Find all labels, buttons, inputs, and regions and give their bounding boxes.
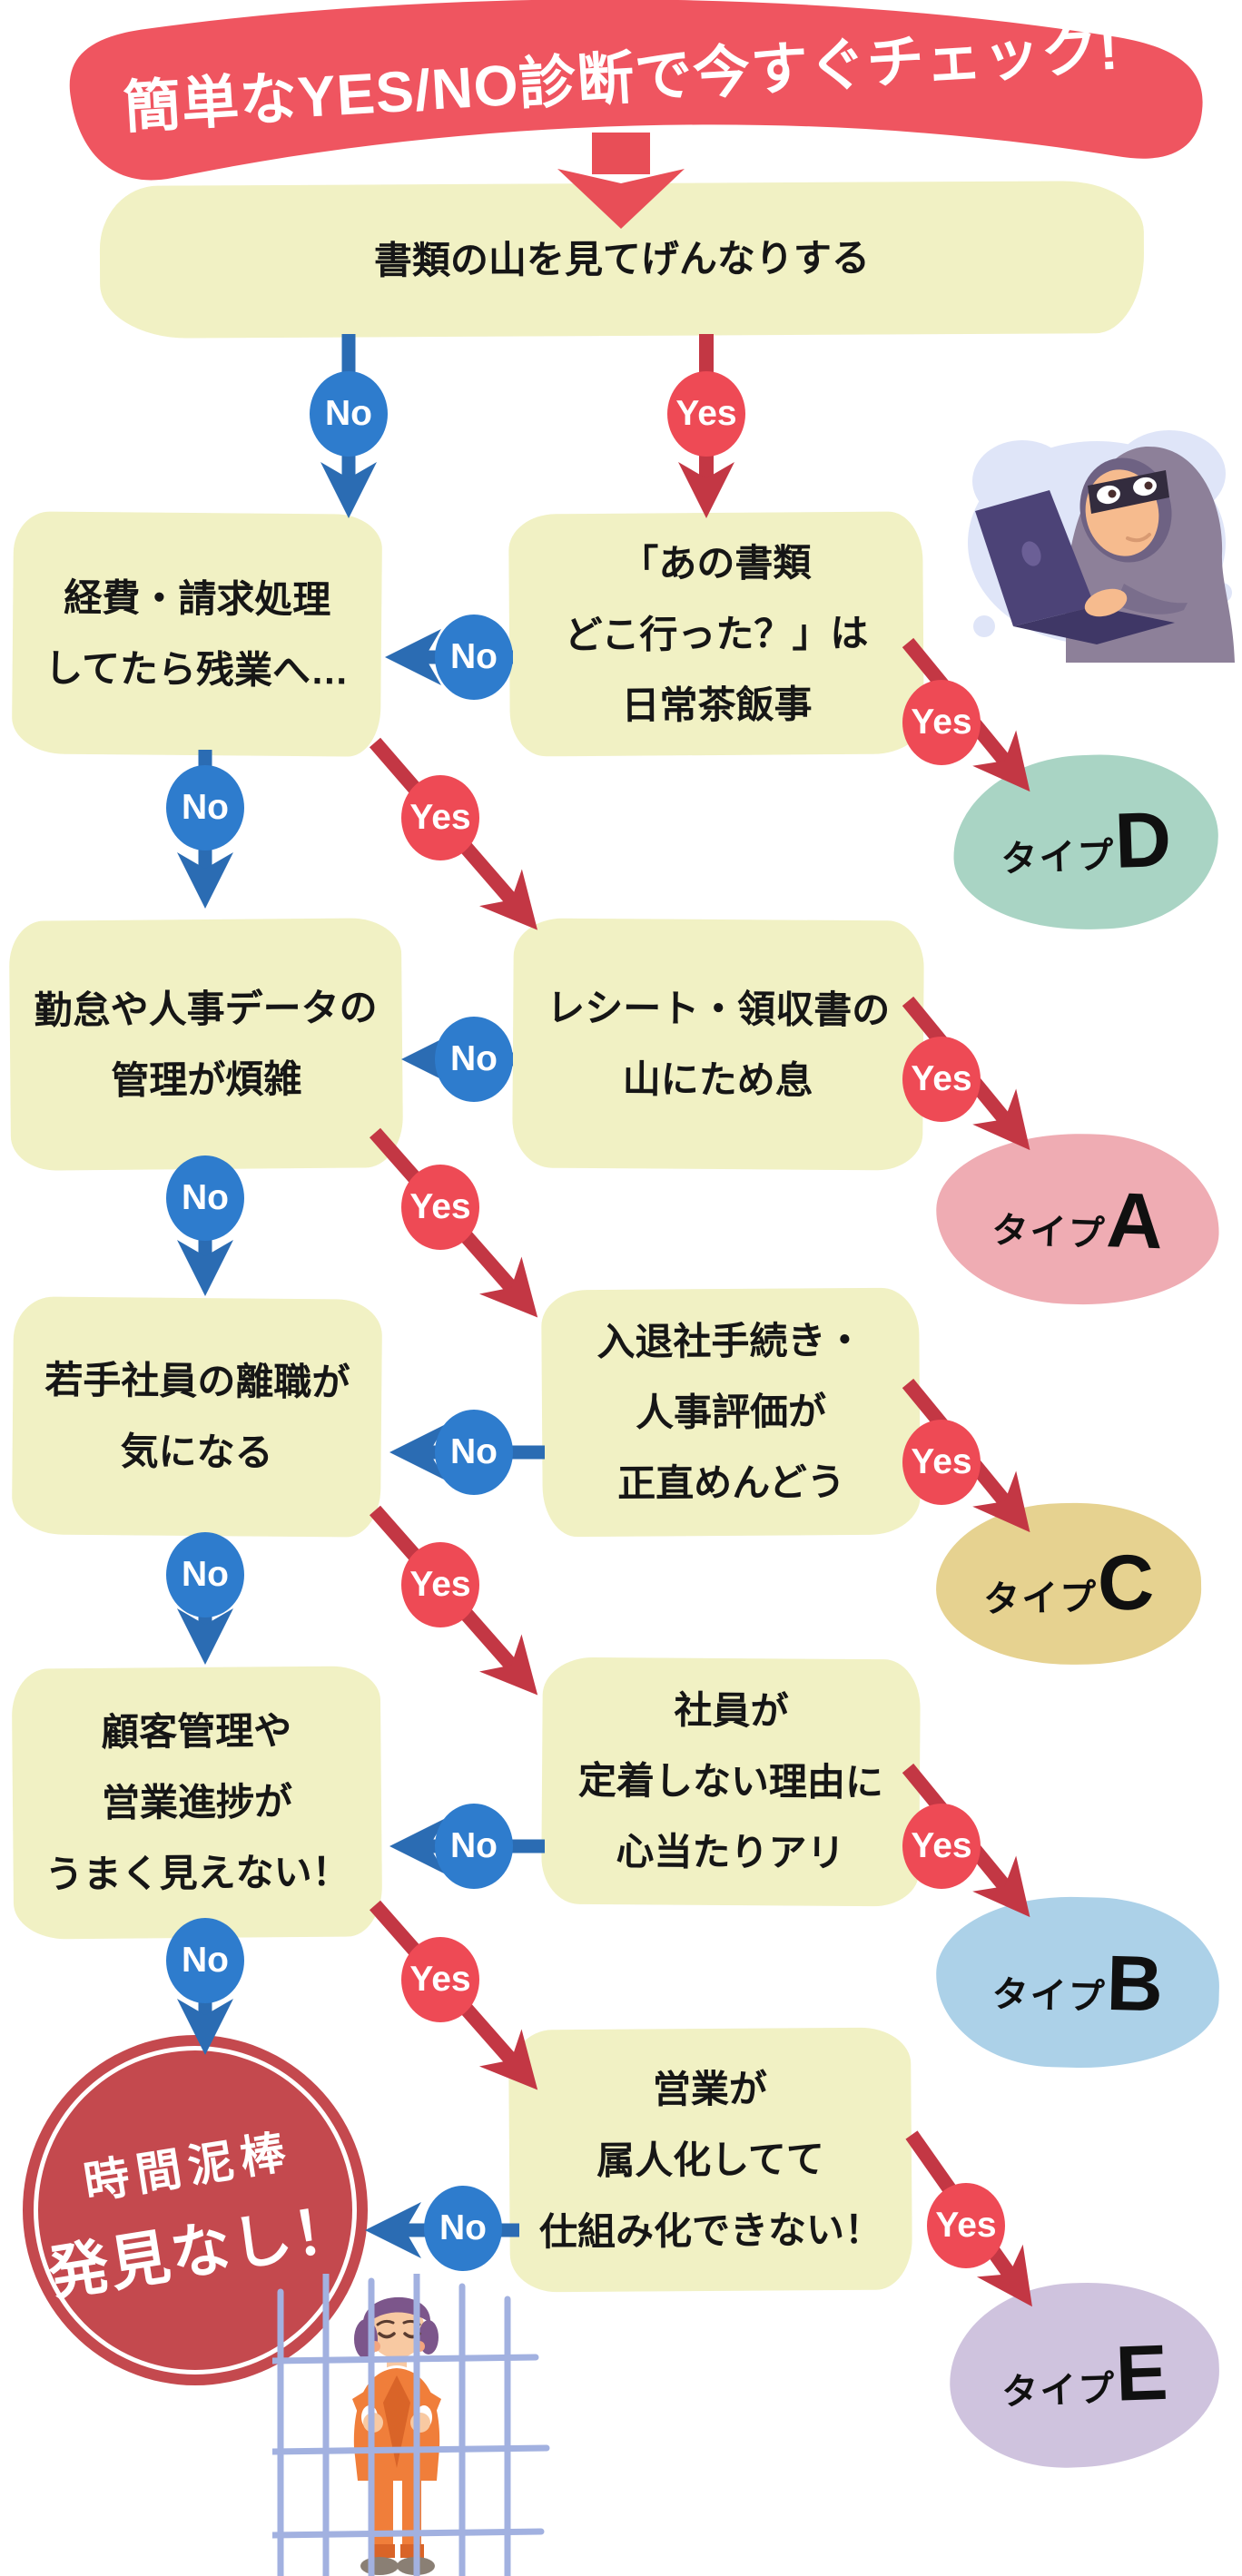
- question-line: 書類の山を見てげんなりする: [373, 236, 871, 282]
- yes-badge: Yes: [902, 1804, 981, 1889]
- question-line: 山にため息: [622, 1057, 813, 1102]
- question-line: 日常茶飯事: [621, 682, 813, 727]
- yes-badge: Yes: [401, 775, 479, 860]
- question-line: 管理が煩雑: [111, 1057, 302, 1102]
- question-line: 入退社手続き・: [596, 1318, 864, 1364]
- question-line: 心当たりアリ: [616, 1830, 845, 1874]
- no-badge: No: [166, 1532, 244, 1617]
- no-badge: No: [166, 1155, 244, 1241]
- type-e-blob: タイプ E: [946, 2277, 1223, 2473]
- question-box-2: 経費・請求処理 してたら残業へ…: [11, 511, 383, 757]
- laptop: [975, 490, 1175, 644]
- banner-ribbon-shape: [69, 0, 1203, 181]
- question-line: してたら残業へ…: [44, 646, 350, 692]
- yes-badge: Yes: [401, 1542, 479, 1627]
- yes-badge: Yes: [667, 371, 745, 457]
- banner-ribbon: 簡単なYES/NO診断で今すぐチェック!: [0, 0, 1242, 236]
- question-line: うまく見えない！: [44, 1850, 350, 1896]
- type-c-blob: タイプ C: [934, 1500, 1203, 1667]
- question-line: 属人化してて: [596, 2137, 825, 2182]
- no-badge: No: [166, 1918, 244, 2003]
- type-e-prefix: タイプ: [1000, 2368, 1118, 2413]
- question-line: 正直めんどう: [617, 1460, 846, 1505]
- type-a-letter: A: [1105, 1176, 1165, 1266]
- question-line: 顧客管理や: [101, 1709, 292, 1754]
- question-box-10: 営業が 属人化してて 仕組み化できない！: [508, 2027, 913, 2293]
- no-badge: No: [435, 615, 513, 700]
- type-c-letter: C: [1097, 1539, 1155, 1627]
- type-e-letter: E: [1114, 2328, 1169, 2418]
- question-line: レシート・領収書の: [547, 986, 891, 1031]
- question-line: 気になる: [120, 1430, 273, 1474]
- thief-hand: [1084, 584, 1188, 617]
- type-b-blob: タイプ B: [933, 1893, 1222, 2072]
- cage-bars: [272, 2274, 550, 2576]
- type-b-letter: B: [1105, 1939, 1165, 2029]
- yes-badge: Yes: [401, 1937, 479, 2022]
- question-line: 仕組み化できない！: [538, 2207, 883, 2253]
- question-box-9: 顧客管理や 営業進捗が うまく見えない！: [11, 1666, 383, 1940]
- type-d-blob: タイプ D: [950, 750, 1222, 935]
- yes-badge: Yes: [902, 1420, 981, 1505]
- type-c-prefix: タイプ: [982, 1578, 1099, 1620]
- no-badge: No: [166, 765, 244, 850]
- question-line: 経費・請求処理: [64, 575, 331, 621]
- question-line: 営業進捗が: [101, 1780, 293, 1824]
- prisoner-illustration: [272, 2274, 550, 2576]
- question-line: 社員が: [674, 1688, 789, 1733]
- question-box-4: レシート・領収書の 山にため息: [512, 918, 924, 1171]
- question-box-1: 書類の山を見てげんなりする: [99, 180, 1145, 339]
- question-line: どこ行った？」は: [564, 611, 869, 656]
- type-d-prefix: タイプ: [1000, 835, 1117, 880]
- question-line: 営業が: [652, 2067, 768, 2110]
- no-badge: No: [435, 1017, 513, 1102]
- no-badge: No: [435, 1410, 513, 1495]
- yes-badge: Yes: [927, 2183, 1005, 2268]
- question-box-7: 若手社員の離職が 気になる: [11, 1296, 383, 1538]
- yes-badge: Yes: [401, 1165, 479, 1250]
- no-badge: No: [435, 1804, 513, 1889]
- type-d-letter: D: [1113, 795, 1173, 885]
- type-b-prefix: タイプ: [991, 1974, 1108, 2018]
- type-a-prefix: タイプ: [991, 1210, 1108, 1255]
- question-line: 定着しない理由に: [577, 1758, 884, 1804]
- result-badge: 時間泥棒 発見なし！: [23, 2035, 368, 2385]
- no-badge: No: [424, 2186, 502, 2271]
- question-line: 勤怠や人事データの: [34, 985, 378, 1032]
- question-box-8: 社員が 定着しない理由に 心当たりアリ: [541, 1657, 921, 1907]
- question-line: 人事評価が: [635, 1390, 827, 1434]
- question-box-3: 「あの書類 どこ行った？」は 日常茶飯事: [508, 511, 924, 757]
- type-a-blob: タイプ A: [932, 1128, 1223, 1310]
- question-line: 「あの書類: [620, 540, 812, 585]
- thief-illustration: [968, 430, 1235, 663]
- yes-badge: Yes: [902, 1037, 981, 1122]
- question-box-5: 勤怠や人事データの 管理が煩雑: [8, 918, 404, 1171]
- question-line: 若手社員の離職が: [44, 1358, 350, 1404]
- no-badge: No: [310, 371, 388, 457]
- question-box-6: 入退社手続き・ 人事評価が 正直めんどう: [541, 1287, 921, 1538]
- yes-badge: Yes: [902, 680, 981, 765]
